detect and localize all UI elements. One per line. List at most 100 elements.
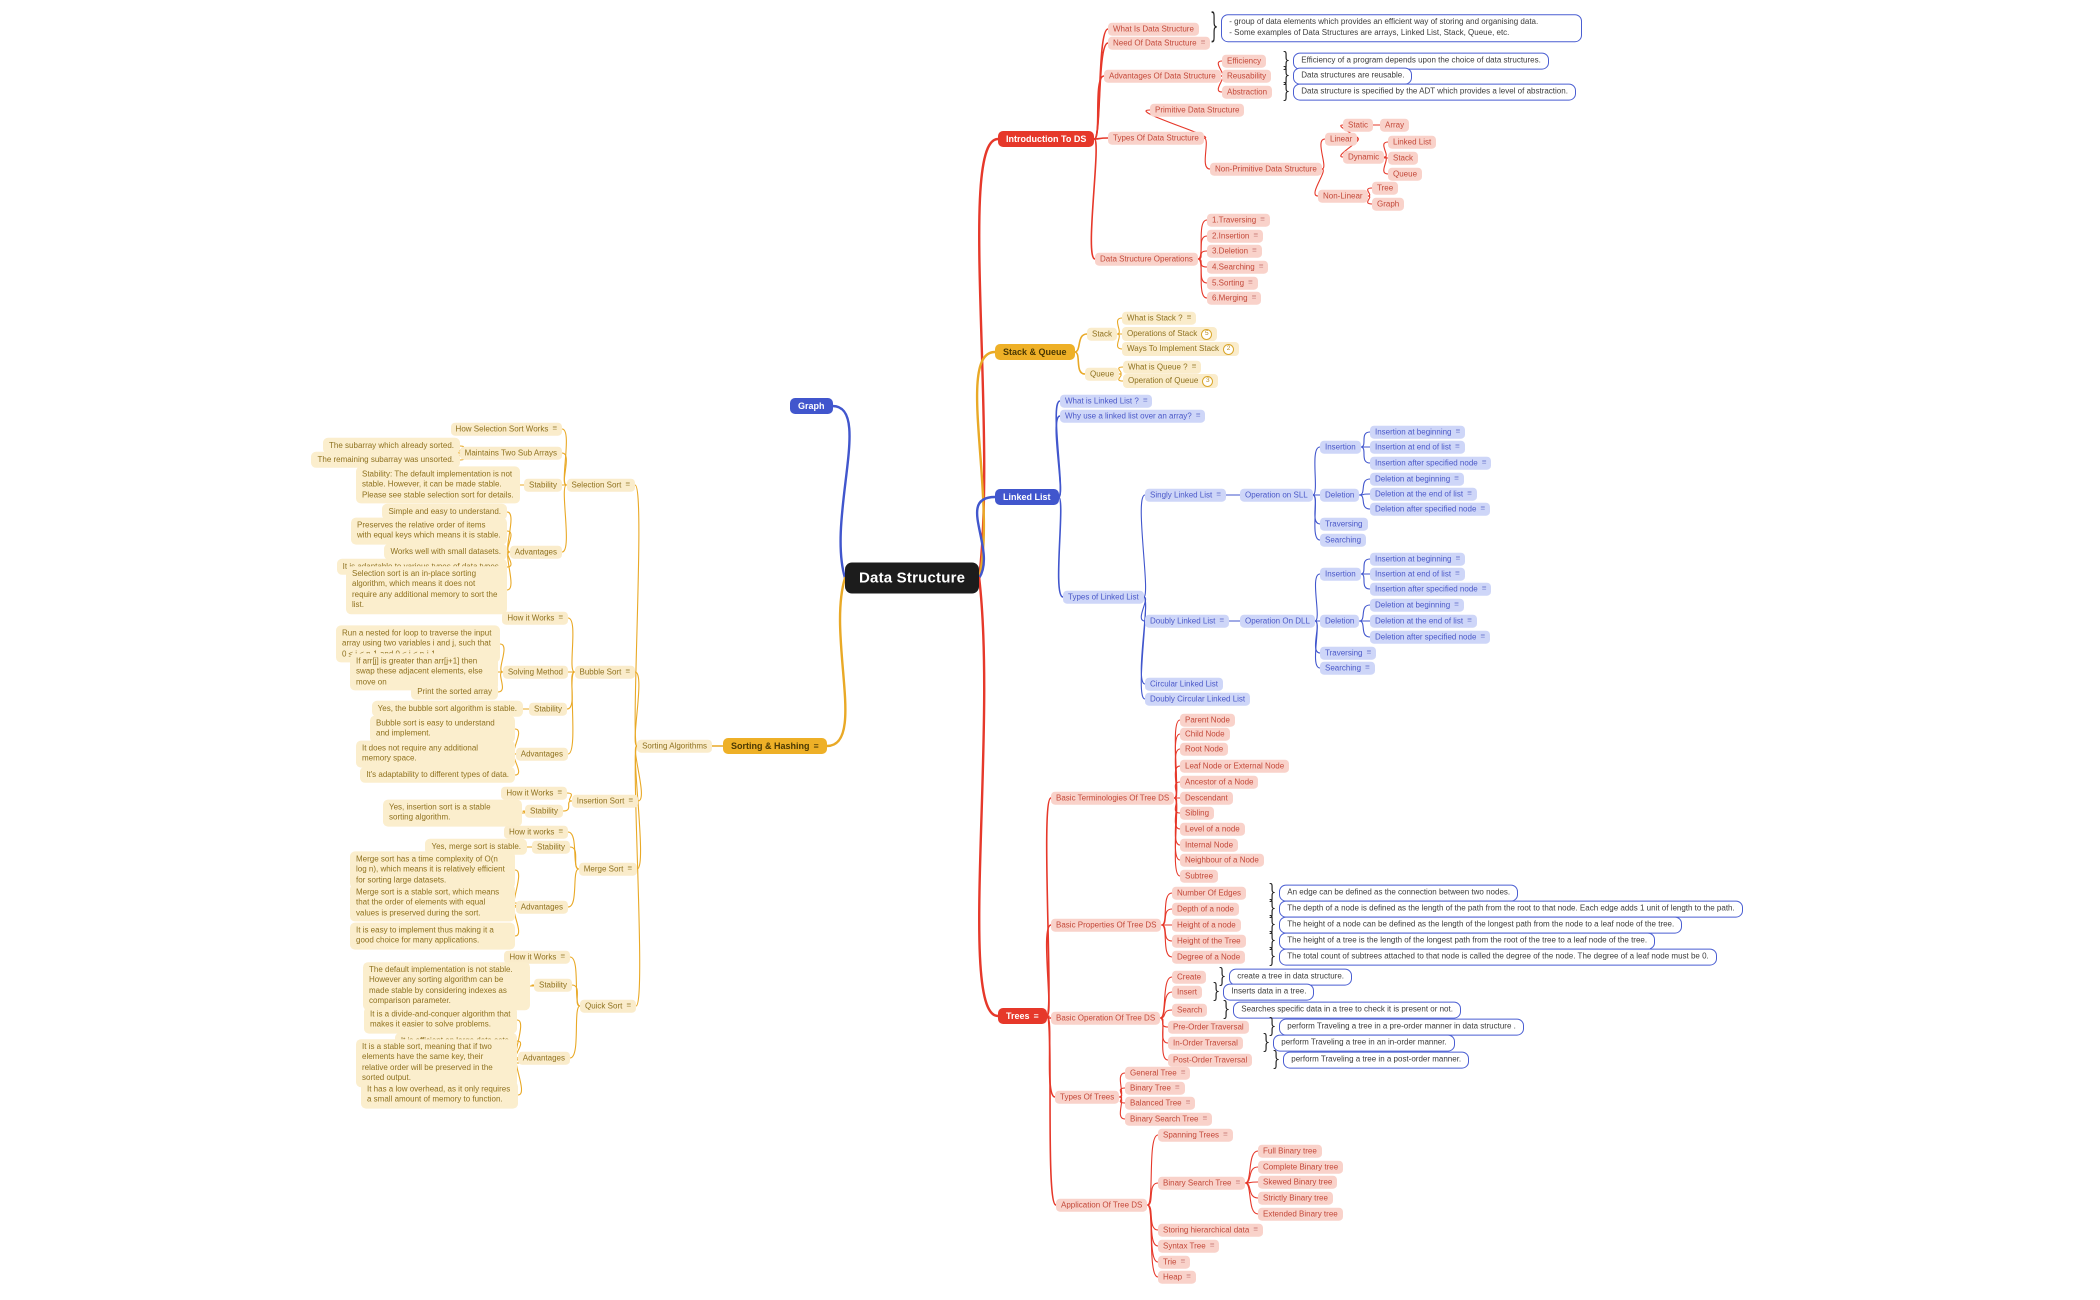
mindmap-node-bub[interactable]: Bubble Sort≡: [574, 665, 635, 679]
mindmap-node-reu_c[interactable]: }Data structures are reusable.: [1282, 64, 1413, 88]
mindmap-node-bp4[interactable]: Height of the Tree: [1172, 934, 1246, 948]
mindmap-node-abs[interactable]: Abstraction: [1222, 85, 1273, 99]
mindmap-node-sv2[interactable]: If arr[j] is greater than arr[j+1] then …: [350, 653, 498, 691]
mindmap-node-sd[interactable]: Deletion: [1320, 488, 1360, 502]
mindmap-node-bp3[interactable]: Height of a node: [1172, 918, 1241, 932]
mindmap-node-mts[interactable]: Maintains Two Sub Arrays: [459, 446, 562, 460]
mindmap-node-bp3c[interactable]: }The height of a node can be defined as …: [1268, 913, 1683, 937]
mindmap-node-sa[interactable]: Sorting Algorithms: [637, 739, 712, 753]
mindmap-node-a22[interactable]: It does not require any additional memor…: [356, 740, 515, 768]
mindmap-node-eff_c[interactable]: }Efficiency of a program depends upon th…: [1282, 49, 1549, 73]
mindmap-node-abs_c[interactable]: }Data structure is specified by the ADT …: [1282, 80, 1576, 104]
mindmap-node-que[interactable]: Queue: [1388, 167, 1423, 181]
mindmap-node-a41[interactable]: Merge sort has a time complexity of O(n …: [350, 851, 515, 889]
mindmap-node-adv1[interactable]: Advantages: [509, 545, 562, 559]
mindmap-node-bt8[interactable]: Level of a node: [1180, 822, 1245, 836]
mindmap-node-bt10[interactable]: Neighbour of a Node: [1180, 853, 1264, 867]
mindmap-node-sd1[interactable]: Deletion at beginning≡: [1370, 472, 1464, 486]
mindmap-node-bp2[interactable]: Depth of a node: [1172, 902, 1239, 916]
mindmap-node-hsw[interactable]: How Selection Sort Works≡: [450, 422, 562, 436]
mindmap-node-reu[interactable]: Reusability: [1222, 69, 1272, 83]
mindmap-node-di3[interactable]: Insertion after specified node≡: [1370, 582, 1492, 596]
mindmap-node-mts2[interactable]: The remaining subarray was unsorted.: [311, 451, 460, 469]
mindmap-node-dcll[interactable]: Doubly Circular Linked List: [1145, 692, 1251, 706]
mindmap-node-bo2c[interactable]: }Inserts data in a tree.: [1212, 980, 1315, 1004]
mindmap-node-sh[interactable]: Sorting & Hashing≡: [723, 738, 827, 754]
mindmap-node-a54[interactable]: It has a low overhead, as it only requir…: [361, 1081, 518, 1109]
mindmap-node-bp1[interactable]: Number Of Edges: [1172, 886, 1247, 900]
mindmap-node-tre[interactable]: Tree: [1372, 181, 1399, 195]
mindmap-node-intro[interactable]: Introduction To DS: [998, 131, 1095, 147]
mindmap-node-tt4[interactable]: Binary Search Tree≡: [1125, 1112, 1213, 1126]
mindmap-node-si2[interactable]: Insertion at end of list≡: [1370, 440, 1465, 454]
mindmap-node-bo6c[interactable]: }perform Traveling a tree in a post-orde…: [1272, 1048, 1470, 1072]
mindmap-node-op4[interactable]: 4.Searching≡: [1207, 260, 1269, 274]
mindmap-node-types[interactable]: Types Of Data Structure: [1108, 131, 1204, 145]
mindmap-node-bo4[interactable]: Pre-Order Traversal: [1168, 1020, 1249, 1034]
mindmap-node-bp5[interactable]: Degree of a Node: [1172, 950, 1246, 964]
mindmap-node-bp4c[interactable]: }The height of a tree is the length of t…: [1268, 929, 1656, 953]
mindmap-node-bt7[interactable]: Sibling: [1180, 806, 1215, 820]
mindmap-node-sd2[interactable]: Deletion at the end of list≡: [1370, 487, 1477, 501]
mindmap-node-bt6[interactable]: Descendant: [1180, 791, 1233, 805]
mindmap-node-a12[interactable]: Preserves the relative order of items wi…: [351, 517, 507, 545]
mindmap-node-stb5[interactable]: Stability: [533, 978, 572, 992]
mindmap-node-bp[interactable]: Basic Properties Of Tree DS: [1051, 918, 1162, 932]
mindmap-node-a23[interactable]: It's adaptability to different types of …: [360, 766, 515, 784]
mindmap-node-bo6[interactable]: Post-Order Traversal: [1168, 1053, 1253, 1067]
mindmap-node-wds[interactable]: What Is Data Structure: [1108, 22, 1199, 36]
mindmap-node-sll[interactable]: Singly Linked List≡: [1145, 488, 1226, 502]
mindmap-node-bt1[interactable]: Parent Node: [1180, 713, 1235, 727]
mindmap-node-stb1n[interactable]: Stability: The default implementation is…: [356, 466, 520, 504]
mindmap-node-at2a[interactable]: Full Binary tree: [1258, 1144, 1322, 1158]
mindmap-node-stb4n[interactable]: Yes, merge sort is stable.: [425, 838, 527, 856]
mindmap-node-stk1[interactable]: Stack: [1087, 327, 1118, 341]
mindmap-node-stb1[interactable]: Stability: [523, 478, 562, 492]
mindmap-node-tt2[interactable]: Binary Tree≡: [1125, 1081, 1185, 1095]
mindmap-node-ll[interactable]: Linked List: [995, 489, 1059, 505]
mindmap-node-bp1c[interactable]: }An edge can be defined as the connectio…: [1268, 881, 1519, 905]
mindmap-node-hmw[interactable]: How it works≡: [503, 825, 568, 839]
mindmap-node-at4[interactable]: Syntax Tree≡: [1158, 1239, 1220, 1253]
mindmap-node-bt11[interactable]: Subtree: [1180, 869, 1219, 883]
mindmap-node-hiw[interactable]: How it Works≡: [501, 786, 567, 800]
mindmap-node-sel[interactable]: Selection Sort≡: [566, 478, 635, 492]
mindmap-node-op6[interactable]: 6.Merging≡: [1207, 291, 1262, 305]
mindmap-node-stb4[interactable]: Stability: [531, 840, 570, 854]
mindmap-node-lls[interactable]: Linked List: [1388, 135, 1437, 149]
mindmap-node-qck[interactable]: Quick Sort≡: [579, 999, 636, 1013]
mindmap-node-bo5c[interactable]: }perform Traveling a tree in an in-order…: [1262, 1031, 1455, 1055]
mindmap-node-prim[interactable]: Primitive Data Structure: [1150, 103, 1245, 117]
mindmap-node-si1[interactable]: Insertion at beginning≡: [1370, 425, 1466, 439]
mindmap-node-wll[interactable]: What is Linked List ?≡: [1060, 394, 1153, 408]
mindmap-node-si3[interactable]: Insertion after specified node≡: [1370, 456, 1492, 470]
mindmap-node-at1[interactable]: Spanning Trees≡: [1158, 1128, 1233, 1142]
mindmap-node-mts1[interactable]: The subarray which already sorted.: [323, 437, 460, 455]
mindmap-node-dsr[interactable]: Searching≡: [1320, 661, 1375, 675]
mindmap-node-op3[interactable]: 3.Deletion≡: [1207, 244, 1262, 258]
mindmap-node-que1[interactable]: Queue: [1085, 367, 1120, 381]
mindmap-node-bt[interactable]: Basic Terminologies Of Tree DS: [1051, 791, 1175, 805]
mindmap-node-bo1[interactable]: Create: [1172, 970, 1207, 984]
mindmap-node-stb2n[interactable]: Yes, the bubble sort algorithm is stable…: [371, 700, 523, 718]
mindmap-node-a53[interactable]: It is a stable sort, meaning that if two…: [356, 1039, 517, 1087]
mindmap-node-adv4[interactable]: Advantages: [515, 900, 568, 914]
mindmap-node-dt[interactable]: Traversing≡: [1320, 646, 1377, 660]
mindmap-node-st[interactable]: Traversing: [1320, 517, 1368, 531]
mindmap-node-arr[interactable]: Array: [1380, 118, 1410, 132]
mindmap-node-tt3[interactable]: Balanced Tree≡: [1125, 1096, 1196, 1110]
mindmap-node-sq1[interactable]: What is Stack ?≡: [1122, 311, 1197, 325]
mindmap-node-adv[interactable]: Advantages Of Data Structure: [1104, 69, 1221, 83]
mindmap-node-at[interactable]: Application Of Tree DS: [1056, 1198, 1148, 1212]
mindmap-node-op5[interactable]: 5.Sorting≡: [1207, 276, 1258, 290]
mindmap-node-bo4c[interactable]: }perform Traveling a tree in a pre-order…: [1268, 1015, 1524, 1039]
mindmap-node-si[interactable]: Insertion: [1320, 440, 1361, 454]
mindmap-node-ins[interactable]: Insertion Sort≡: [571, 794, 638, 808]
mindmap-node-sq4[interactable]: What is Queue ?≡: [1123, 360, 1202, 374]
mindmap-node-eff[interactable]: Efficiency: [1222, 54, 1267, 68]
mindmap-node-a15[interactable]: Selection sort is an in-place sorting al…: [346, 566, 507, 614]
mindmap-node-a11[interactable]: Simple and easy to understand.: [382, 503, 507, 521]
mindmap-node-di[interactable]: Insertion: [1320, 567, 1361, 581]
